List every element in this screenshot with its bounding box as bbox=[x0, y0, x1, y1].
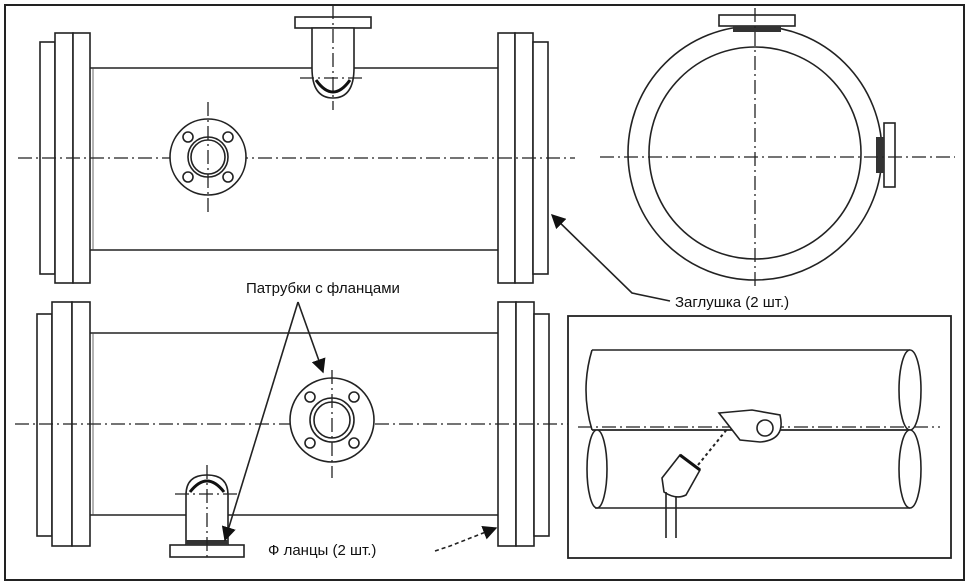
top-pipe-view bbox=[18, 5, 575, 284]
iso-sketch-box bbox=[567, 315, 952, 559]
label-plug: Заглушка (2 шт.) bbox=[675, 294, 789, 311]
label-flanges: Ф ланцы (2 шт.) bbox=[268, 542, 376, 559]
leader-nozzle-bottom bbox=[221, 301, 299, 542]
end-view bbox=[600, 8, 955, 290]
bottom-pipe-view bbox=[15, 301, 575, 560]
iso-elbow bbox=[661, 453, 702, 498]
label-nozzles: Патрубки с фланцами bbox=[246, 280, 400, 297]
drawing-frame bbox=[4, 4, 965, 581]
leader-flanges bbox=[434, 526, 498, 552]
leader-plug bbox=[550, 213, 671, 302]
bottom-nozzle-body bbox=[185, 474, 229, 546]
leader-nozzle-side bbox=[297, 301, 326, 374]
